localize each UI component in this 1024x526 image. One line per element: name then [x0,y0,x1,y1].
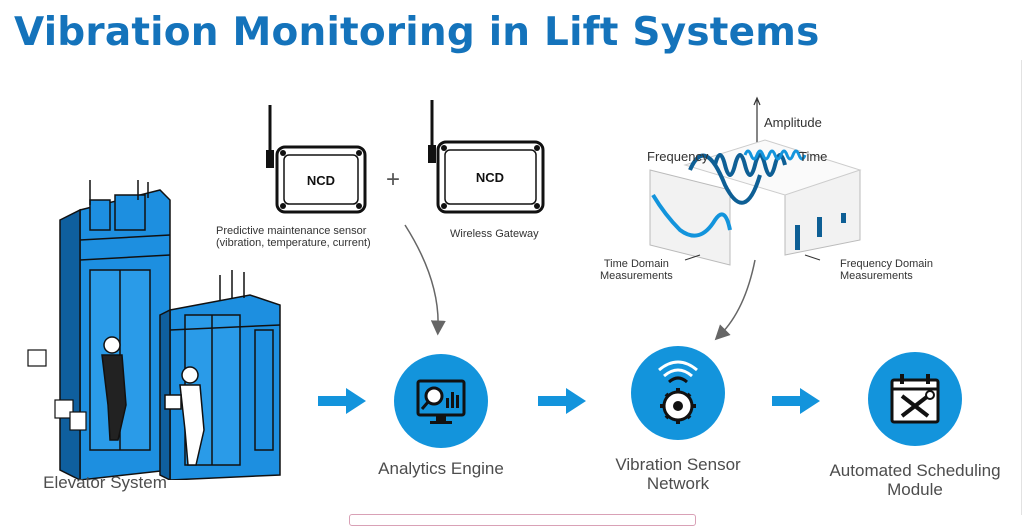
freq-bar-2 [817,217,822,237]
elevator-illustration [27,180,281,480]
time-frequency-plot [649,96,862,266]
elevator-system-label: Elevator System [43,473,167,492]
sensor-brand-logo: NCD [307,173,335,188]
wifi-gear-icon [658,360,698,424]
time-label: Time [799,149,828,164]
time-domain-label: Time Domain Measurements [600,258,673,282]
gateway-device-image: NCD [428,100,545,214]
sensor-caption-line1: Predictive maintenance sensor [216,225,367,237]
bottom-partial-box [349,514,696,526]
sensor-caption-line2: (vibration, temperature, current) [216,237,371,249]
sensor-device-image: NCD [266,105,367,214]
frequency-wave [713,153,787,177]
freq-bar-3 [841,213,846,223]
scheduling-label-line2: Module [887,480,943,499]
calendar-tools-icon [890,374,940,424]
sensor-caption: Predictive maintenance sensor (vibration… [216,225,371,249]
vibration-label-line1: Vibration Sensor [615,455,741,474]
page-title: Vibration Monitoring in Lift Systems [14,10,820,55]
time-domain-line2: Measurements [600,270,673,282]
flow-arrow-2 [538,388,586,414]
vibration-sensor-network-label: Vibration Sensor Network [598,455,758,493]
time-domain-wave [651,193,732,238]
analytics-engine-node [394,354,488,448]
frequency-domain-label: Frequency Domain Measurements [840,258,933,282]
frequency-domain-line1: Frequency Domain [840,258,933,270]
time-domain-panel [649,169,731,266]
time-domain-line1: Time Domain [603,258,669,270]
freq-bar-1 [795,225,800,250]
scheduling-label-line1: Automated Scheduling [829,461,1001,480]
sensor-to-analytics-arrow [404,224,446,336]
analytics-engine-label: Analytics Engine [378,459,504,478]
frequency-domain-line2: Measurements [840,270,913,282]
curved-arrows [404,224,756,341]
automated-scheduling-label: Automated Scheduling Module [815,461,1015,499]
divider [1021,60,1022,515]
amplitude-label: Amplitude [764,115,822,130]
gateway-brand-logo: NCD [476,170,504,185]
frequency-label: Frequency [647,149,709,164]
flow-arrow-3 [772,388,820,414]
scheduling-module-node [868,352,962,446]
vibration-label-line2: Network [646,474,710,493]
plus-sign: + [386,166,401,193]
vibration-sensor-node [631,346,725,440]
plot-to-network-arrow [714,259,756,341]
gateway-caption: Wireless Gateway [450,228,539,240]
flow-arrow-1 [318,388,366,414]
analytics-monitor-icon [416,379,466,424]
